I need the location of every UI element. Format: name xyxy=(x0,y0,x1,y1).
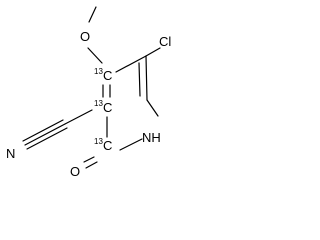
c2-o-bond xyxy=(83,156,95,163)
c3-nitrile-bond xyxy=(64,109,93,125)
c5-c6-bond xyxy=(145,55,148,101)
isotope-carbon-c4: 13 C xyxy=(94,67,112,83)
n1-c2-bond xyxy=(119,138,143,151)
c5-c6-bond-inner xyxy=(138,62,141,97)
nitrile-triple-bond-1 xyxy=(24,123,66,146)
isotope-carbon-c3: 13 C xyxy=(94,99,112,115)
isotope-carbon-c2: 13 C xyxy=(94,137,112,153)
c6-n1-bond xyxy=(146,99,159,117)
ring-nitrogen-label: NH xyxy=(142,130,161,145)
carbon-c4-label: C xyxy=(103,68,112,83)
nitrile-triple-bond-3 xyxy=(26,127,68,150)
c2-o-bond-inner xyxy=(85,161,98,169)
chlorine-label: Cl xyxy=(159,34,171,49)
nitrile-nitrogen-label: N xyxy=(6,146,15,161)
carbon-c2-label: C xyxy=(103,138,112,153)
isotope-number-c4: 13 xyxy=(94,67,103,76)
o-c4-bond xyxy=(87,47,103,64)
methyl-bond xyxy=(88,6,97,23)
c5-cl-bond xyxy=(145,47,161,57)
oxygen-methoxy-label: O xyxy=(80,29,90,44)
carbonyl-oxygen-label: O xyxy=(70,164,80,179)
isotope-number-c2: 13 xyxy=(94,137,103,146)
c4-c5-bond xyxy=(115,55,147,73)
carbon-c3-label: C xyxy=(103,100,112,115)
isotope-number-c3: 13 xyxy=(94,99,103,108)
chemical-structure: O Cl N O NH 13 C 13 C 13 C xyxy=(6,6,171,179)
nitrile-triple-bond-2 xyxy=(22,119,64,142)
